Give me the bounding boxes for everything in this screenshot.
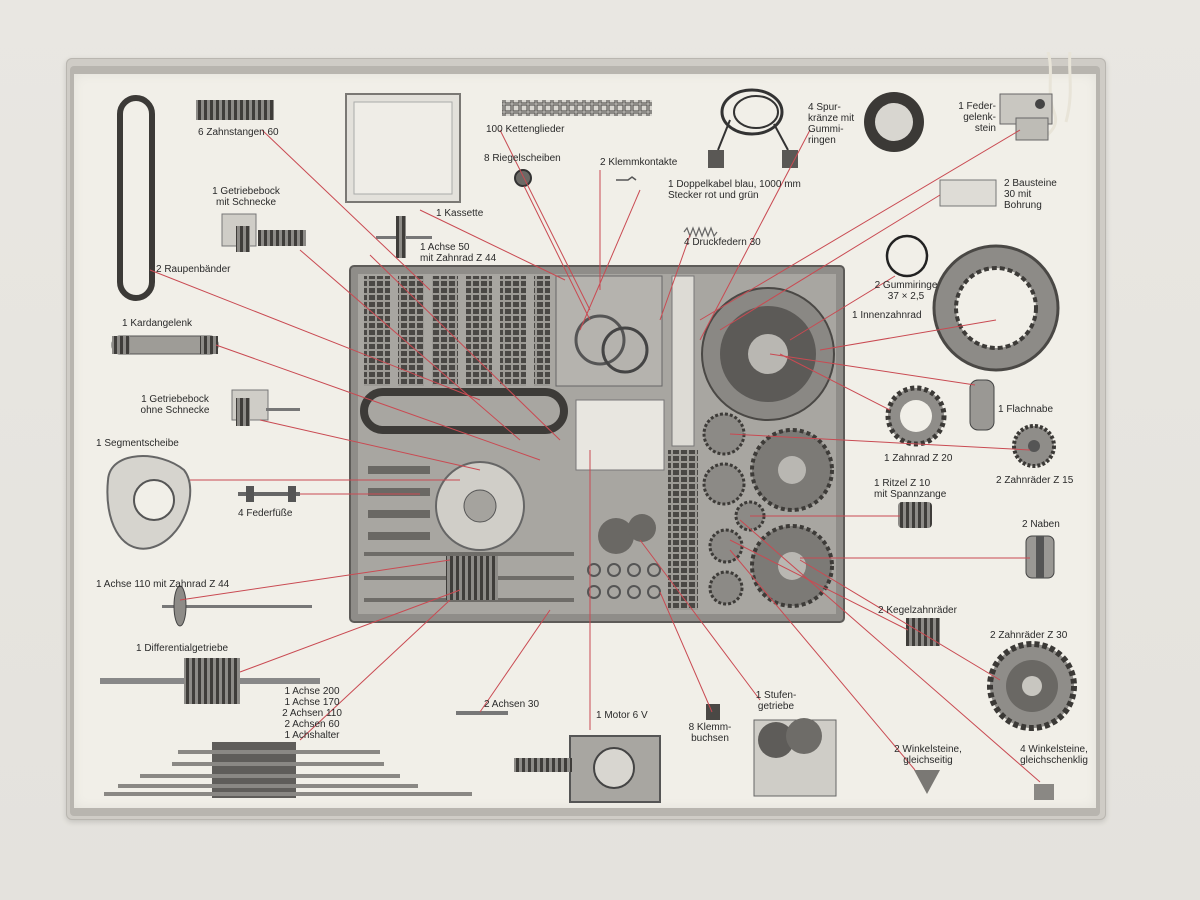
- spring-feet-part: [238, 486, 300, 502]
- label-klemmbuchsen: 8 Klemm- buchsen: [688, 722, 732, 744]
- gear-racks-part: [196, 100, 274, 120]
- label-achse110: 1 Achse 110 mit Zahnrad Z 44: [96, 579, 230, 590]
- label-innenzahnrad: 1 Innenzahnrad: [852, 310, 922, 321]
- gear-z15-part: [1012, 424, 1056, 468]
- label-federgelenkstein: 1 Feder- gelenk- stein: [958, 101, 996, 134]
- label-kettenglieder: 100 Kettenglieder: [486, 124, 565, 135]
- stepped-gearbox-part: [753, 718, 837, 797]
- label-bausteine: 2 Bausteine 30 mit Bohrung: [1004, 178, 1057, 211]
- label-flachnabe: 1 Flachnabe: [998, 404, 1054, 415]
- label-getriebebock-ohne: 1 Getriebebock ohne Schnecke: [140, 394, 210, 416]
- axles30-part: [456, 711, 508, 715]
- pressure-springs-part: [683, 226, 718, 238]
- label-doppelkabel: 1 Doppelkabel blau, 1000 mm Stecker rot …: [668, 179, 801, 201]
- axle110-part: [162, 585, 312, 627]
- label-naben: 2 Naben: [1022, 519, 1060, 530]
- latch-disc-part: [514, 169, 532, 187]
- gear-z30-in-tray: [750, 428, 834, 512]
- cardan-joint-part: [111, 335, 219, 355]
- label-achsen-list: 1 Achse 200 1 Achse 170 2 Achsen 110 2 A…: [282, 686, 342, 741]
- spring-joint-block-part: [999, 93, 1053, 141]
- label-klemmkontakte: 2 Klemmkontakte: [600, 157, 678, 168]
- track-ring-part: [864, 92, 924, 152]
- label-zahnraeder-z30: 2 Zahnräder Z 30: [990, 630, 1068, 641]
- axles-bundle-part: [104, 742, 472, 798]
- gear-inner-large-in-tray: [701, 287, 835, 421]
- segment-disc-part: [106, 455, 192, 550]
- label-zahnrad-z20: 1 Zahnrad Z 20: [884, 453, 953, 464]
- label-raupenbaender: 2 Raupenbänder: [156, 264, 231, 275]
- clamp-bushings-part: [706, 704, 720, 720]
- label-segmentscheibe: 1 Segmentscheibe: [96, 438, 179, 449]
- differential-gear-part: [100, 658, 320, 704]
- label-stufengetriebe: 1 Stufen- getriebe: [755, 690, 797, 712]
- gear-z30b-in-tray: [750, 524, 834, 608]
- label-winkelsteine-seitig: 2 Winkelsteine, gleichseitig: [894, 744, 962, 766]
- rubber-ring-part: [885, 234, 929, 278]
- label-winkelsteine-schenklig: 4 Winkelsteine, gleichschenklig: [1020, 744, 1088, 766]
- label-gummiringe: 2 Gummiringe 37 × 2,5: [874, 280, 938, 302]
- gearbox-with-worm-part: [221, 213, 306, 252]
- motor-part: [514, 735, 661, 803]
- building-blocks-part: [939, 179, 997, 207]
- gear-z20-part: [885, 385, 947, 447]
- cable-compartment: [555, 275, 663, 387]
- label-zahnraeder-z15: 2 Zahnräder Z 15: [996, 475, 1074, 486]
- label-zahnstangen: 6 Zahnstangen 60: [198, 127, 279, 138]
- label-druckfedern: 4 Druckfedern 30: [684, 237, 761, 248]
- flat-hub-part: [969, 379, 995, 431]
- rail-in-tray: [671, 275, 695, 447]
- angle-blocks-equal-part: [914, 770, 940, 794]
- label-ritzel: 1 Ritzel Z 10 mit Spannzange: [874, 478, 947, 500]
- label-kegelzahnraeder: 2 Kegelzahnräder: [878, 605, 957, 616]
- label-achsen30: 2 Achsen 30: [484, 699, 540, 710]
- double-cable-part: [708, 88, 798, 168]
- gearbox-without-worm-part: [231, 389, 300, 426]
- label-riegelscheiben: 8 Riegelscheiben: [484, 153, 561, 164]
- label-differential: 1 Differentialgetriebe: [136, 643, 229, 654]
- white-block-in-tray: [575, 399, 665, 471]
- angle-blocks-isosceles-part: [1034, 784, 1054, 800]
- axles-in-tray: [364, 552, 574, 602]
- clamp-contacts-part: [616, 176, 637, 181]
- label-getriebebock-schnecke: 1 Getriebebock mit Schnecke: [212, 186, 280, 208]
- internal-gear-part: [932, 244, 1060, 372]
- label-federfuesse: 4 Federfüße: [238, 508, 293, 519]
- bevel-gears-part: [906, 618, 940, 646]
- hubs-part: [1025, 535, 1055, 579]
- label-achse50: 1 Achse 50 mit Zahnrad Z 44: [420, 242, 497, 264]
- label-kassette: 1 Kassette: [436, 208, 484, 219]
- label-kardangelenk: 1 Kardangelenk: [122, 318, 193, 329]
- label-spurkraenze: 4 Spur- kränze mit Gummi- ringen: [808, 102, 855, 146]
- chain-column-in-tray: [668, 450, 698, 610]
- gears-z30-part: [987, 641, 1077, 731]
- label-motor: 1 Motor 6 V: [596, 710, 648, 721]
- segment-disc-in-tray: [435, 461, 525, 551]
- chain-links-part: [502, 100, 652, 116]
- pinion-z10-part: [898, 502, 932, 528]
- cassette-part: [345, 93, 461, 203]
- crawler-belt-part: [117, 95, 155, 301]
